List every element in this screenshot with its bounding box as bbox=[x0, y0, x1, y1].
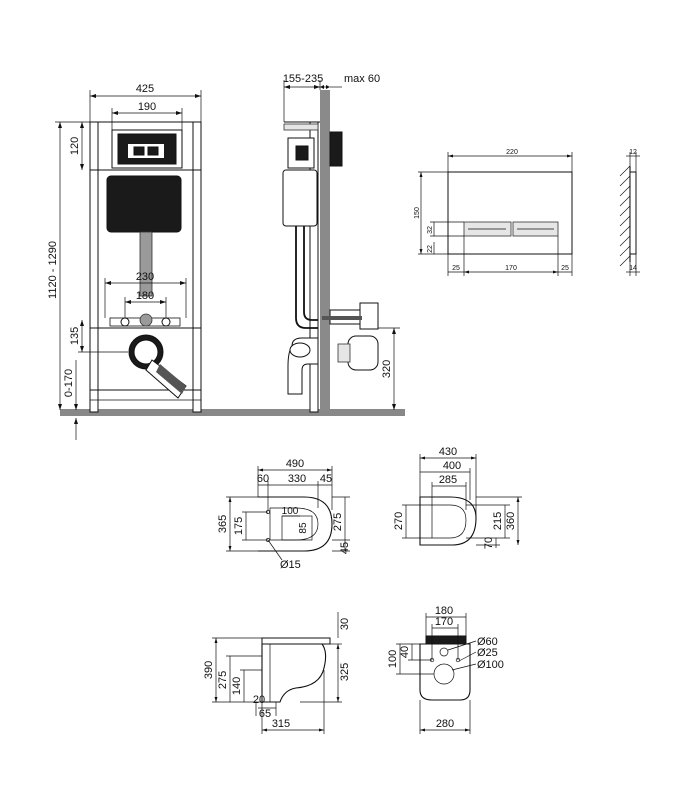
dim-bolt-height: 135 bbox=[69, 327, 81, 345]
dim-seat-e: 100 bbox=[282, 506, 299, 517]
water-inlet bbox=[139, 313, 153, 327]
dim-frame-depth: 155-235 bbox=[283, 73, 323, 85]
seat-outline bbox=[258, 496, 333, 552]
bowl-body bbox=[261, 643, 327, 703]
dim-lid-w2: 400 bbox=[443, 460, 461, 472]
flush-plate-view: 220 150 32 22 25 170 25 bbox=[414, 149, 640, 276]
dim-back-h1: 100 bbox=[387, 650, 399, 668]
drain-hole bbox=[433, 663, 455, 685]
dim-bowl-h4: 325 bbox=[339, 663, 351, 681]
dim-back-d3: Ø100 bbox=[477, 659, 504, 671]
frame-left-post bbox=[89, 121, 99, 413]
dim-button-offset: 22 bbox=[427, 245, 434, 253]
dim-outlet-height: 320 bbox=[381, 360, 393, 378]
dim-back-w1: 180 bbox=[435, 605, 453, 617]
water-inlet-hole bbox=[439, 647, 449, 657]
bowl-seat-profile bbox=[261, 637, 331, 645]
dim-bowl-h1: 390 bbox=[203, 661, 215, 679]
flush-pipe bbox=[139, 231, 153, 297]
dim-back-h2: 40 bbox=[399, 646, 411, 658]
dim-seat-a: 60 bbox=[257, 473, 269, 485]
dim-back-d2: Ø25 bbox=[477, 647, 498, 659]
dim-module-width: 190 bbox=[138, 101, 156, 113]
dim-seat-h: 45 bbox=[339, 542, 351, 554]
side-flush-plate bbox=[329, 131, 343, 167]
dim-foot-range: 0-170 bbox=[63, 369, 75, 397]
dim-pipe-spacing: 230 bbox=[136, 271, 154, 283]
dim-lid-h3: 215 bbox=[492, 512, 504, 530]
dim-seat-width: 365 bbox=[217, 515, 229, 533]
frame-side-view: 155-235 max 60 320 bbox=[282, 73, 400, 413]
dim-seat-c: 45 bbox=[320, 473, 332, 485]
frame-right-post bbox=[192, 121, 202, 413]
dim-plate-height: 150 bbox=[414, 207, 421, 219]
dim-lid-h2: 70 bbox=[483, 537, 495, 549]
dim-bowl-top: 30 bbox=[339, 618, 351, 630]
dim-seat-b: 330 bbox=[288, 473, 306, 485]
side-cistern bbox=[282, 169, 318, 227]
dim-plate-width: 220 bbox=[506, 149, 518, 156]
bowl-back-view: 180 170 100 40 Ø60 Ø25 Ø100 280 bbox=[387, 605, 504, 734]
dim-back-d1: Ø60 bbox=[477, 636, 498, 648]
bowl-back-body bbox=[419, 643, 471, 701]
dim-top-height: 120 bbox=[69, 137, 81, 155]
dim-lid-h4: 360 bbox=[505, 512, 517, 530]
dim-bowl-length: 315 bbox=[272, 718, 290, 730]
dim-button-width: 170 bbox=[505, 265, 517, 272]
dim-bolt-spacing: 180 bbox=[136, 290, 154, 302]
dim-max-wall: max 60 bbox=[344, 73, 380, 85]
dim-seat-length: 490 bbox=[286, 458, 304, 470]
seat-lid-view: 430 400 285 270 70 215 360 bbox=[393, 446, 522, 549]
dim-seat-d: 175 bbox=[233, 517, 245, 535]
dim-plate-margin-left: 25 bbox=[452, 265, 460, 272]
floor-strip bbox=[60, 409, 405, 416]
cistern-tank bbox=[106, 175, 182, 233]
dim-bowl-h2: 275 bbox=[217, 671, 229, 689]
dim-seat-f: 85 bbox=[298, 522, 309, 534]
wall-section bbox=[320, 90, 330, 410]
dim-lid-h1: 270 bbox=[393, 512, 405, 530]
lid-outline bbox=[419, 496, 477, 546]
dim-bowl-d2: 65 bbox=[259, 708, 271, 720]
dim-plate-depth-2: 14 bbox=[629, 265, 637, 272]
dim-back-width: 280 bbox=[436, 718, 454, 730]
bowl-side-view: 30 325 390 275 140 20 65 315 bbox=[203, 612, 351, 734]
dim-seat-hole: Ø15 bbox=[280, 559, 301, 571]
dim-back-w2: 170 bbox=[435, 616, 453, 628]
frame-front-view: 425 190 230 180 120 1120 - 1290 135 bbox=[47, 83, 405, 440]
dim-frame-height: 1120 - 1290 bbox=[47, 241, 59, 299]
dim-button-height: 32 bbox=[427, 226, 434, 234]
dim-bowl-h3: 140 bbox=[231, 677, 243, 695]
seat-top-view: 490 60 330 45 365 175 100 85 275 45 Ø15 bbox=[217, 458, 351, 571]
flush-plate-profile bbox=[629, 171, 637, 255]
flush-plate bbox=[447, 171, 573, 255]
dim-lid-w3: 285 bbox=[439, 474, 457, 486]
dim-lid-w1: 430 bbox=[439, 446, 457, 458]
dim-plate-margin-right: 25 bbox=[561, 265, 569, 272]
dim-plate-depth: 12 bbox=[629, 149, 637, 156]
dim-frame-width: 425 bbox=[136, 83, 154, 95]
dim-seat-g: 275 bbox=[332, 513, 344, 531]
dim-bowl-d1: 20 bbox=[253, 694, 265, 706]
